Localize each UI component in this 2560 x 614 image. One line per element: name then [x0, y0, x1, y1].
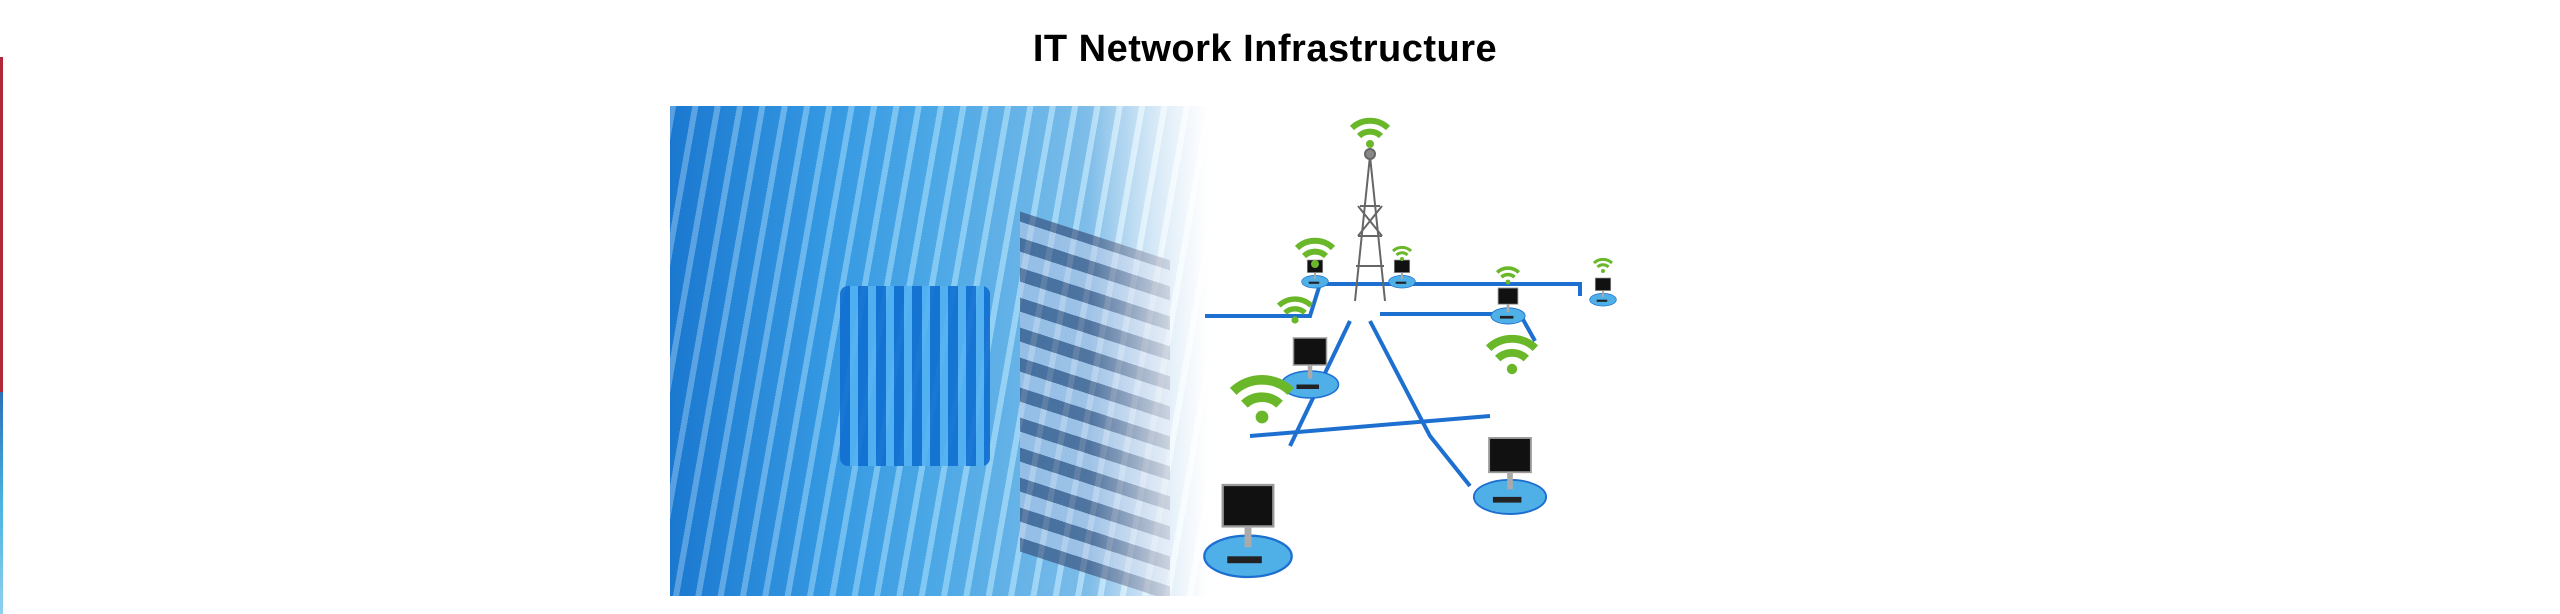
- network-banner-image: [670, 106, 1682, 596]
- wifi-icon: [1233, 380, 1291, 424]
- wifi-icon: [1489, 339, 1536, 374]
- computer-icon: [1472, 437, 1548, 515]
- network-cables-photo: [670, 106, 1210, 596]
- wifi-icon: [1297, 241, 1333, 268]
- left-edge-accent-blue: [0, 392, 3, 614]
- computer-icon: [1388, 259, 1416, 289]
- computer-icon: [1490, 287, 1526, 325]
- left-edge-accent-red: [0, 57, 3, 392]
- photo-fade: [1090, 106, 1210, 596]
- antenna-tower-icon: [1354, 148, 1386, 302]
- network-diagram: [1203, 106, 1617, 579]
- wifi-icon: [1495, 266, 1521, 287]
- computer-icon: [1203, 483, 1293, 579]
- page-title: IT Network Infrastructure: [1032, 28, 1498, 70]
- wifi-icon: [1352, 121, 1388, 148]
- wifi-icon: [1391, 245, 1413, 263]
- wifi-icon: [1592, 257, 1614, 275]
- wifi-icon: [1279, 299, 1311, 324]
- computer-icon: [1589, 277, 1617, 307]
- ethernet-plugs: [840, 286, 990, 466]
